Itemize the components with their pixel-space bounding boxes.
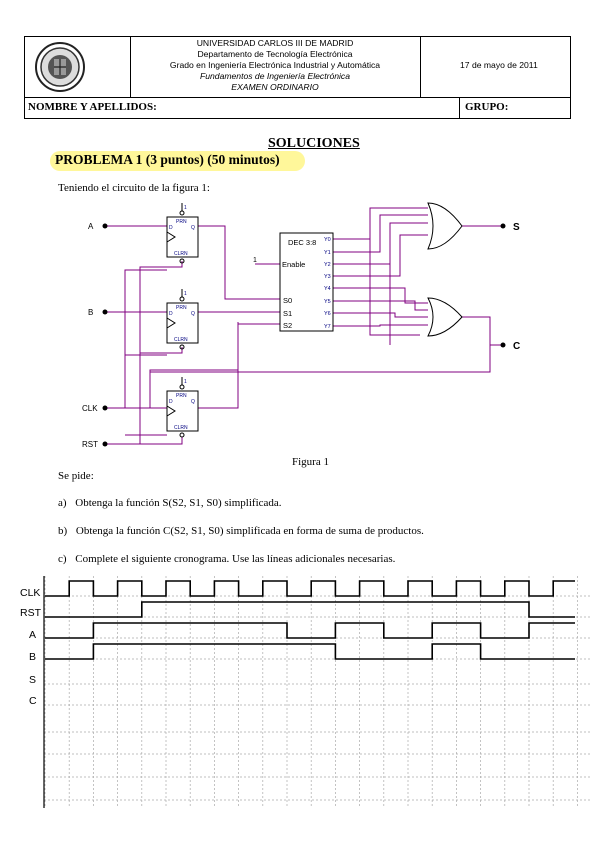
- header-divider: [420, 36, 421, 98]
- select-s2-label: S2: [283, 321, 292, 330]
- signal-rst-label: RST: [20, 607, 42, 619]
- timing-diagram: CLK RST A B S C: [20, 576, 590, 808]
- question-c: c) Complete el siguiente cronograma. Use…: [58, 553, 395, 565]
- question-text: Obtenga la función C(S2, S1, S0) simplif…: [75, 525, 424, 537]
- output-c-label: C: [513, 341, 520, 352]
- question-b: b) Obtenga la función C(S2, S1, S0) simp…: [58, 525, 424, 537]
- header-divider: [459, 97, 460, 119]
- waveform-b: [45, 643, 575, 660]
- input-clk-label: CLK: [82, 404, 98, 413]
- waveform-clk: [45, 580, 575, 597]
- question-label: b): [58, 525, 68, 537]
- university-seal: [35, 42, 85, 92]
- exam-date: 17 de mayo de 2011: [460, 60, 538, 70]
- exam-header: [24, 36, 571, 98]
- university-name: UNIVERSIDAD CARLOS III DE MADRID: [196, 38, 354, 48]
- ff-one-label: 1: [184, 291, 187, 297]
- decoder-label: DEC 3:8: [288, 238, 316, 247]
- input-rst-label: RST: [82, 440, 98, 449]
- ff-prn-label: PRN: [176, 305, 187, 311]
- title-highlight: [50, 151, 305, 171]
- ff-q-label: Q: [191, 311, 195, 317]
- signal-a-label: A: [29, 629, 36, 641]
- ff-d-label: D: [169, 225, 173, 231]
- select-s1-label: S1: [283, 309, 292, 318]
- figure-caption: Figura 1: [292, 456, 329, 468]
- question-a: a) Obtenga la función S(S2, S1, S0) simp…: [58, 497, 282, 509]
- header-divider: [130, 36, 131, 98]
- se-pide-text: Se pide:: [58, 470, 94, 482]
- degree-name: Grado en Ingeniería Electrónica Industri…: [169, 60, 381, 70]
- input-b-label: B: [88, 308, 93, 317]
- timing-waveforms: [45, 580, 575, 660]
- course-name: Fundamentos de Ingeniería Electrónica: [199, 71, 350, 81]
- signal-b-label: B: [29, 651, 36, 663]
- question-text: Obtenga la función S(S2, S1, S0) simplif…: [75, 497, 282, 509]
- exam-type: EXAMEN ORDINARIO: [231, 82, 319, 92]
- name-label: NOMBRE Y APELLIDOS:: [28, 101, 157, 113]
- input-a-label: A: [88, 222, 94, 231]
- group-label: GRUPO:: [465, 101, 509, 113]
- question-label: c): [58, 553, 67, 565]
- solutions-title: SOLUCIONES: [268, 136, 360, 151]
- intro-text: Teniendo el circuito de la figura 1:: [58, 182, 210, 194]
- ff-q-label: Q: [191, 225, 195, 231]
- decoder-output-label: Y3: [324, 274, 331, 280]
- signal-clk-label: CLK: [20, 587, 40, 599]
- waveform-a: [45, 622, 575, 639]
- signal-c-label: C: [29, 695, 37, 707]
- ff-q-label: Q: [191, 399, 195, 405]
- decoder-output-label: Y1: [324, 250, 331, 256]
- student-row: [24, 97, 571, 119]
- decoder-output-label: Y5: [324, 299, 331, 305]
- circuit-diagram: A B CLK RST S C DEC 3:8 Enable 1 S0 S1 S…: [82, 202, 520, 449]
- timing-grid: [44, 576, 590, 808]
- decoder-output-label: Y0: [324, 237, 331, 243]
- decoder-output-label: Y4: [324, 286, 331, 292]
- header-center: UNIVERSIDAD CARLOS III DE MADRID Departa…: [130, 38, 420, 93]
- ff-prn-label: PRN: [176, 219, 187, 225]
- decoder-output-label: Y6: [324, 311, 331, 317]
- select-s0-label: S0: [283, 296, 292, 305]
- enable-value: 1: [253, 257, 257, 264]
- ff-d-label: D: [169, 399, 173, 405]
- ff-clrn-label: CLRN: [174, 251, 188, 257]
- problem-title: PROBLEMA 1 (3 puntos) (50 minutos): [55, 152, 280, 167]
- output-s-label: S: [513, 222, 520, 233]
- enable-label: Enable: [282, 260, 305, 269]
- ff-clrn-label: CLRN: [174, 425, 188, 431]
- ff-one-label: 1: [184, 379, 187, 385]
- ff-one-label: 1: [184, 205, 187, 211]
- question-label: a): [58, 497, 67, 509]
- ff-d-label: D: [169, 311, 173, 317]
- waveform-rst: [45, 601, 575, 618]
- decoder-output-label: Y2: [324, 262, 331, 268]
- ff-prn-label: PRN: [176, 393, 187, 399]
- question-text: Complete el siguiente cronograma. Use la…: [75, 553, 396, 565]
- ff-clrn-label: CLRN: [174, 337, 188, 343]
- department-name: Departamento de Tecnología Electrónica: [197, 49, 353, 59]
- decoder-output-label: Y7: [324, 324, 331, 330]
- signal-s-label: S: [29, 674, 36, 686]
